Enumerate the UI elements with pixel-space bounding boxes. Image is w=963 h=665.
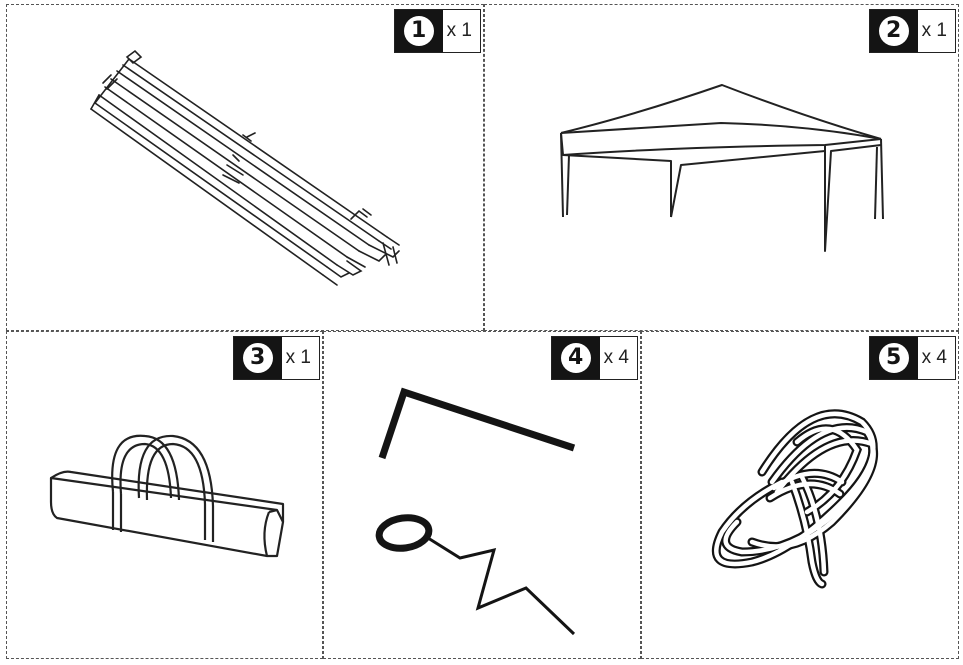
part-panel-3: 3 x 1 [6,331,323,659]
part-quantity: x 1 [446,20,472,41]
part-quantity: x 4 [603,347,629,368]
stake-icon [375,387,576,636]
rope-icon [711,409,879,589]
canopy-icon [560,84,884,252]
part-number: 2 [878,16,909,46]
part-panel-2: 2 x 1 [484,4,959,331]
part-quantity: x 1 [285,347,311,368]
part-badge: 5 x 4 [868,336,956,380]
part-badge: 2 x 1 [868,9,956,53]
part-number: 1 [403,16,434,46]
part-quantity: x 1 [921,20,947,41]
part-number: 5 [878,343,909,373]
part-badge: 4 x 4 [550,336,638,380]
part-panel-4: 4 x 4 [323,331,641,659]
part-panel-5: 5 x 4 [641,331,959,659]
carry-bag-icon [49,434,285,558]
part-quantity: x 4 [921,347,947,368]
frame-icon [90,49,400,286]
part-number: 4 [560,343,591,373]
part-badge: 1 x 1 [393,9,481,53]
part-badge: 3 x 1 [232,336,320,380]
part-number: 3 [242,343,273,373]
part-panel-1: 1 x 1 [6,4,484,331]
